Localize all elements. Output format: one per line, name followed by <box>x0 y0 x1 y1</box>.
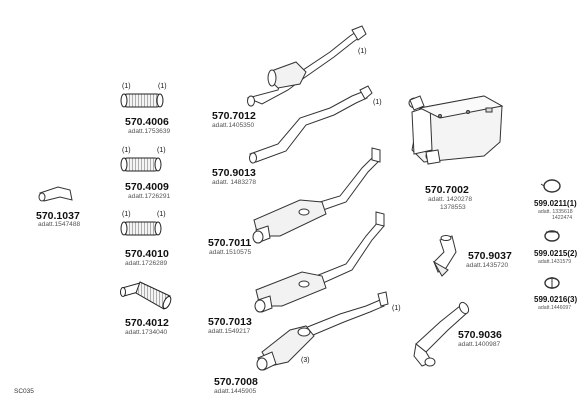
part-number-570-1037: 570.1037 <box>36 210 80 222</box>
clamp-ring-0211-icon <box>540 179 561 193</box>
silencer-pipe-7013-icon <box>254 211 385 313</box>
part-number-599-0216: 599.0216(3) <box>534 295 578 304</box>
part-addon-570-4012: adatt.1734040 <box>125 329 168 336</box>
part-addon-570-4009: adatt.1726291 <box>128 193 171 200</box>
flex-pipe-4009-icon <box>120 157 162 172</box>
part-addon-599-0211-b: 1422474 <box>552 215 573 221</box>
rear-pipe-7008-icon <box>256 291 389 371</box>
part-number-599-0211: 599.0211(1) <box>534 199 577 208</box>
part-number-570-4012: 570.4012 <box>125 317 169 329</box>
part-addon-570-9037: adatt.1435720 <box>466 262 509 269</box>
part-addon-570-7013: adatt.1549217 <box>208 328 251 335</box>
part-number-570-9037: 570.9037 <box>468 250 512 262</box>
part-addon-570-4010: adatt.1726289 <box>125 260 168 267</box>
flex-pipe-4006-icon <box>120 93 164 108</box>
part-number-570-7011: 570.7011 <box>208 237 252 249</box>
intermediate-pipe-9013-icon <box>249 85 373 164</box>
clamp-ring-0215-icon <box>544 230 560 242</box>
part-addon-570-7012: adatt.1405350 <box>212 122 255 129</box>
part-number-570-9036: 570.9036 <box>458 329 502 341</box>
part-addon-570-1037: adatt.1547488 <box>38 221 81 228</box>
muffler-box-7002-icon <box>408 95 504 165</box>
part-addon-570-7002-b: 1378553 <box>440 204 466 211</box>
flex-pipe-4010-icon <box>120 221 162 236</box>
part-addon-570-9036: adatt.1400987 <box>458 341 501 348</box>
part-number-570-7008: 570.7008 <box>214 376 258 388</box>
part-number-599-0215: 599.0215(2) <box>534 249 578 258</box>
qty-4006-left: (1) <box>122 83 131 90</box>
clamp-ring-0216-icon <box>544 277 560 289</box>
part-addon-599-0211-a: adatt. 1335618 <box>538 209 573 215</box>
part-number-570-7002: 570.7002 <box>425 184 469 196</box>
bent-pipe-9037-icon <box>432 235 457 277</box>
qty-4009-right: (1) <box>157 147 166 154</box>
silencer-pipe-7011-icon <box>252 147 381 244</box>
part-number-570-4010: 570.4010 <box>125 248 169 260</box>
part-addon-570-7011: adatt.1510575 <box>209 249 252 256</box>
part-number-570-4006: 570.4006 <box>125 116 169 128</box>
part-number-570-4009: 570.4009 <box>125 181 169 193</box>
qty-4010-left: (1) <box>122 211 131 218</box>
part-number-570-7013: 570.7013 <box>208 316 252 328</box>
part-addon-570-4006: adatt.1753639 <box>128 128 171 135</box>
part-addon-599-0216: adatt.1446097 <box>538 305 572 311</box>
qty-7012: (1) <box>358 48 367 55</box>
part-addon-570-7008: adatt.1445905 <box>214 388 257 395</box>
part-number-570-7012: 570.7012 <box>212 110 256 122</box>
diagram-code: SC035 <box>14 388 34 395</box>
bent-pipe-9036-icon <box>413 301 470 367</box>
front-pipe-7012-icon <box>246 25 367 107</box>
part-number-570-9013: 570.9013 <box>212 167 256 179</box>
qty-4006-right: (1) <box>158 83 167 90</box>
qty-7008-left: (3) <box>301 357 310 364</box>
qty-9013: (1) <box>373 99 382 106</box>
qty-4009-left: (1) <box>122 147 131 154</box>
qty-7008-right: (1) <box>392 305 401 312</box>
tailpipe-1037-icon <box>38 186 73 202</box>
flex-pipe-4012-icon <box>120 281 172 310</box>
part-addon-570-7002-a: adatt. 1420278 <box>428 196 472 203</box>
part-addon-599-0215: adatt.1431579 <box>538 259 572 265</box>
part-addon-570-9013: adatt. 1483278 <box>212 179 256 186</box>
qty-4010-right: (1) <box>157 211 166 218</box>
